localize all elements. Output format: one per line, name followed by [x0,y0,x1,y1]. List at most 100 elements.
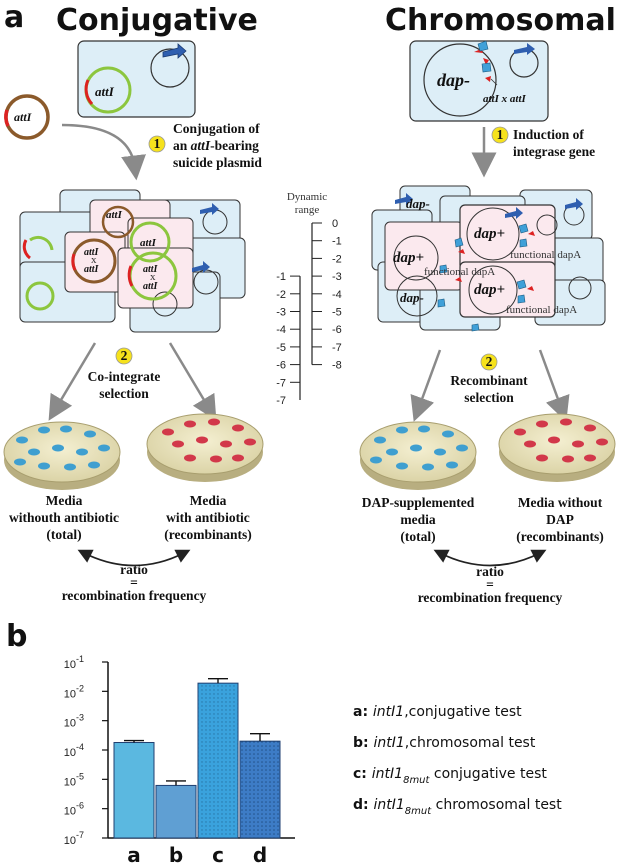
chromosomal-cell-cluster [371,185,606,332]
suicide-plasmid [4,94,50,140]
conjugative-heading: Conjugative [56,3,258,38]
x-category-label-c: c [212,843,224,867]
dynamic-range-title-2: range [295,204,320,216]
y-tick-label: 10-7 [64,830,84,847]
dynamic-range-left-tick-label: -3 [276,307,286,319]
dynamic-range-left-tick-label: -5 [276,342,286,354]
ratio-line1-conjugative: ratio [120,562,148,577]
step2-line1-conjugative: Co-integrate [88,369,161,384]
cointegrate-x-label: x [91,254,97,266]
y-tick-label: 10-2 [64,683,84,700]
ratio-line2-conjugative: = [130,575,138,590]
cointegrate-top-label: attI [84,247,100,258]
plate-right-line3-conjugative: (recombinants) [164,527,252,542]
chromo-cluster-dapminus-2: dap- [400,290,424,305]
step2-badge-chromosomal [480,353,498,371]
chromosomal-heading: Chromosomal [385,3,616,38]
step2-line1-chromosomal: Recombinant [450,373,528,388]
plate-left-line2-chromosomal: media [400,512,435,527]
dynamic-range-right-tick-label: -8 [332,360,342,372]
legend-entry-0: a: intI1,conjugative test [353,704,522,720]
panel-b-letter: b [6,619,27,654]
to-total-plate-arrow [48,342,97,421]
dynamic-range-title-1: Dynamic [287,191,327,203]
chromo-cluster-dapminus-1: dap- [406,196,430,211]
chromo-cluster-dapplus-3: dap+ [474,282,505,298]
plate-recombinant-chromosomal [498,413,616,482]
legend-entry-2: c: intI18mut conjugative test [353,766,547,786]
dynamic-range-right-tick-label: -3 [332,271,342,283]
step1-number-chromosomal: 1 [497,127,504,142]
conjugative-cell-label: attI [95,84,115,99]
to-dap-total-arrow [410,349,442,422]
x-category-label-d: d [253,843,267,867]
plate-total-conjugative [3,421,121,490]
ratio-line2-chromosomal: = [486,577,494,592]
plate-left-line2-conjugative: withouth antibiotic [9,510,119,525]
ratio-arrow-conjugative [77,549,191,567]
dynamic-range-left-tick-label: -7 [276,395,286,407]
chromosomal-parent-cell [409,40,549,122]
ratio-arrow-chromosomal [433,549,547,567]
cluster-label-1: attI [106,209,123,221]
bar-a [113,742,155,839]
dynamic-range-right-tick-label: -1 [332,236,342,248]
cluster-label-2: attI [140,237,157,249]
ratio-line1-chromosomal: ratio [476,564,504,579]
step1-line2-conjugative: an attI-bearing [173,138,259,153]
to-recombinant-plate-arrow [168,342,217,421]
dynamic-range-right-tick-label: -2 [332,253,342,265]
step1-badge-chromosomal [491,126,509,144]
y-tick-label: 10-6 [64,801,84,818]
step1-line1-chromosomal: Induction of [513,127,584,142]
step2-badge-conjugative [115,347,133,365]
ratio-line3-conjugative: recombination frequency [62,588,207,603]
plate-total-chromosomal [359,421,477,490]
y-tick-label: 10-1 [64,654,84,671]
step1-line2-chromosomal: integrase gene [513,144,595,159]
conjugative-recipient-cell [77,40,196,118]
plate-left-line3-conjugative: (total) [46,527,81,542]
y-tick-label: 10-5 [64,771,84,788]
dynamic-range-right-tick-label: 0 [332,218,338,230]
dynamic-range-left-tick-label: -7 [276,377,286,389]
cointegrate-bottom-label: attI [84,264,100,275]
step2-line2-chromosomal: selection [464,390,514,405]
step1-number-conjugative: 1 [154,136,161,151]
dynamic-range-left-tick-label: -2 [276,289,286,301]
plate-right-line2-chromosomal: DAP [546,512,574,527]
panel-a-letter: a [4,0,24,35]
dynamic-range-right-tick-label: -5 [332,307,342,319]
plate-right-line2-conjugative: with antibiotic [166,510,250,525]
dynamic-range-scale: 0-1-2-3-4-5-6-7-8-1-2-3-4-5-6-7-7 [276,218,342,407]
conjugation-arrow [61,123,146,181]
functional-dapa-label-3: functional dapA [424,266,495,278]
legend-entry-3: d: intI18mut chromosomal test [353,797,562,817]
x-category-label-a: a [127,843,141,867]
ratio-line3-chromosomal: recombination frequency [418,590,563,605]
step2-line2-conjugative: selection [99,386,149,401]
to-dap-recombinant-arrow [538,349,570,422]
chromo-cluster-dapplus-2: dap+ [474,226,505,242]
chromosomal-cell-label: dap- [437,70,470,90]
cointegrate-x-label-2: x [150,271,156,283]
y-tick-label: 10-4 [64,742,84,759]
dynamic-range-right-tick-label: -4 [332,289,342,301]
bar-c-texture [198,683,238,838]
step2-number-conjugative: 2 [121,348,128,363]
step1-line3-conjugative: suicide plasmid [173,155,262,170]
plate-recombinant-conjugative [146,413,264,482]
plate-left-line1-chromosomal: DAP-supplemented [362,495,475,510]
cointegrate-top-label-2: attI [143,264,159,275]
bar-b [155,784,197,839]
suicide-plasmid-label: attI [14,110,33,124]
step1-line1-conjugative: Conjugation of [173,121,260,136]
plate-right-line1-conjugative: Media [190,493,227,508]
conjugative-cell-cluster [19,189,246,333]
functional-dapa-label-2: functional dapA [506,304,577,316]
plate-right-line1-chromosomal: Media without [518,495,603,510]
